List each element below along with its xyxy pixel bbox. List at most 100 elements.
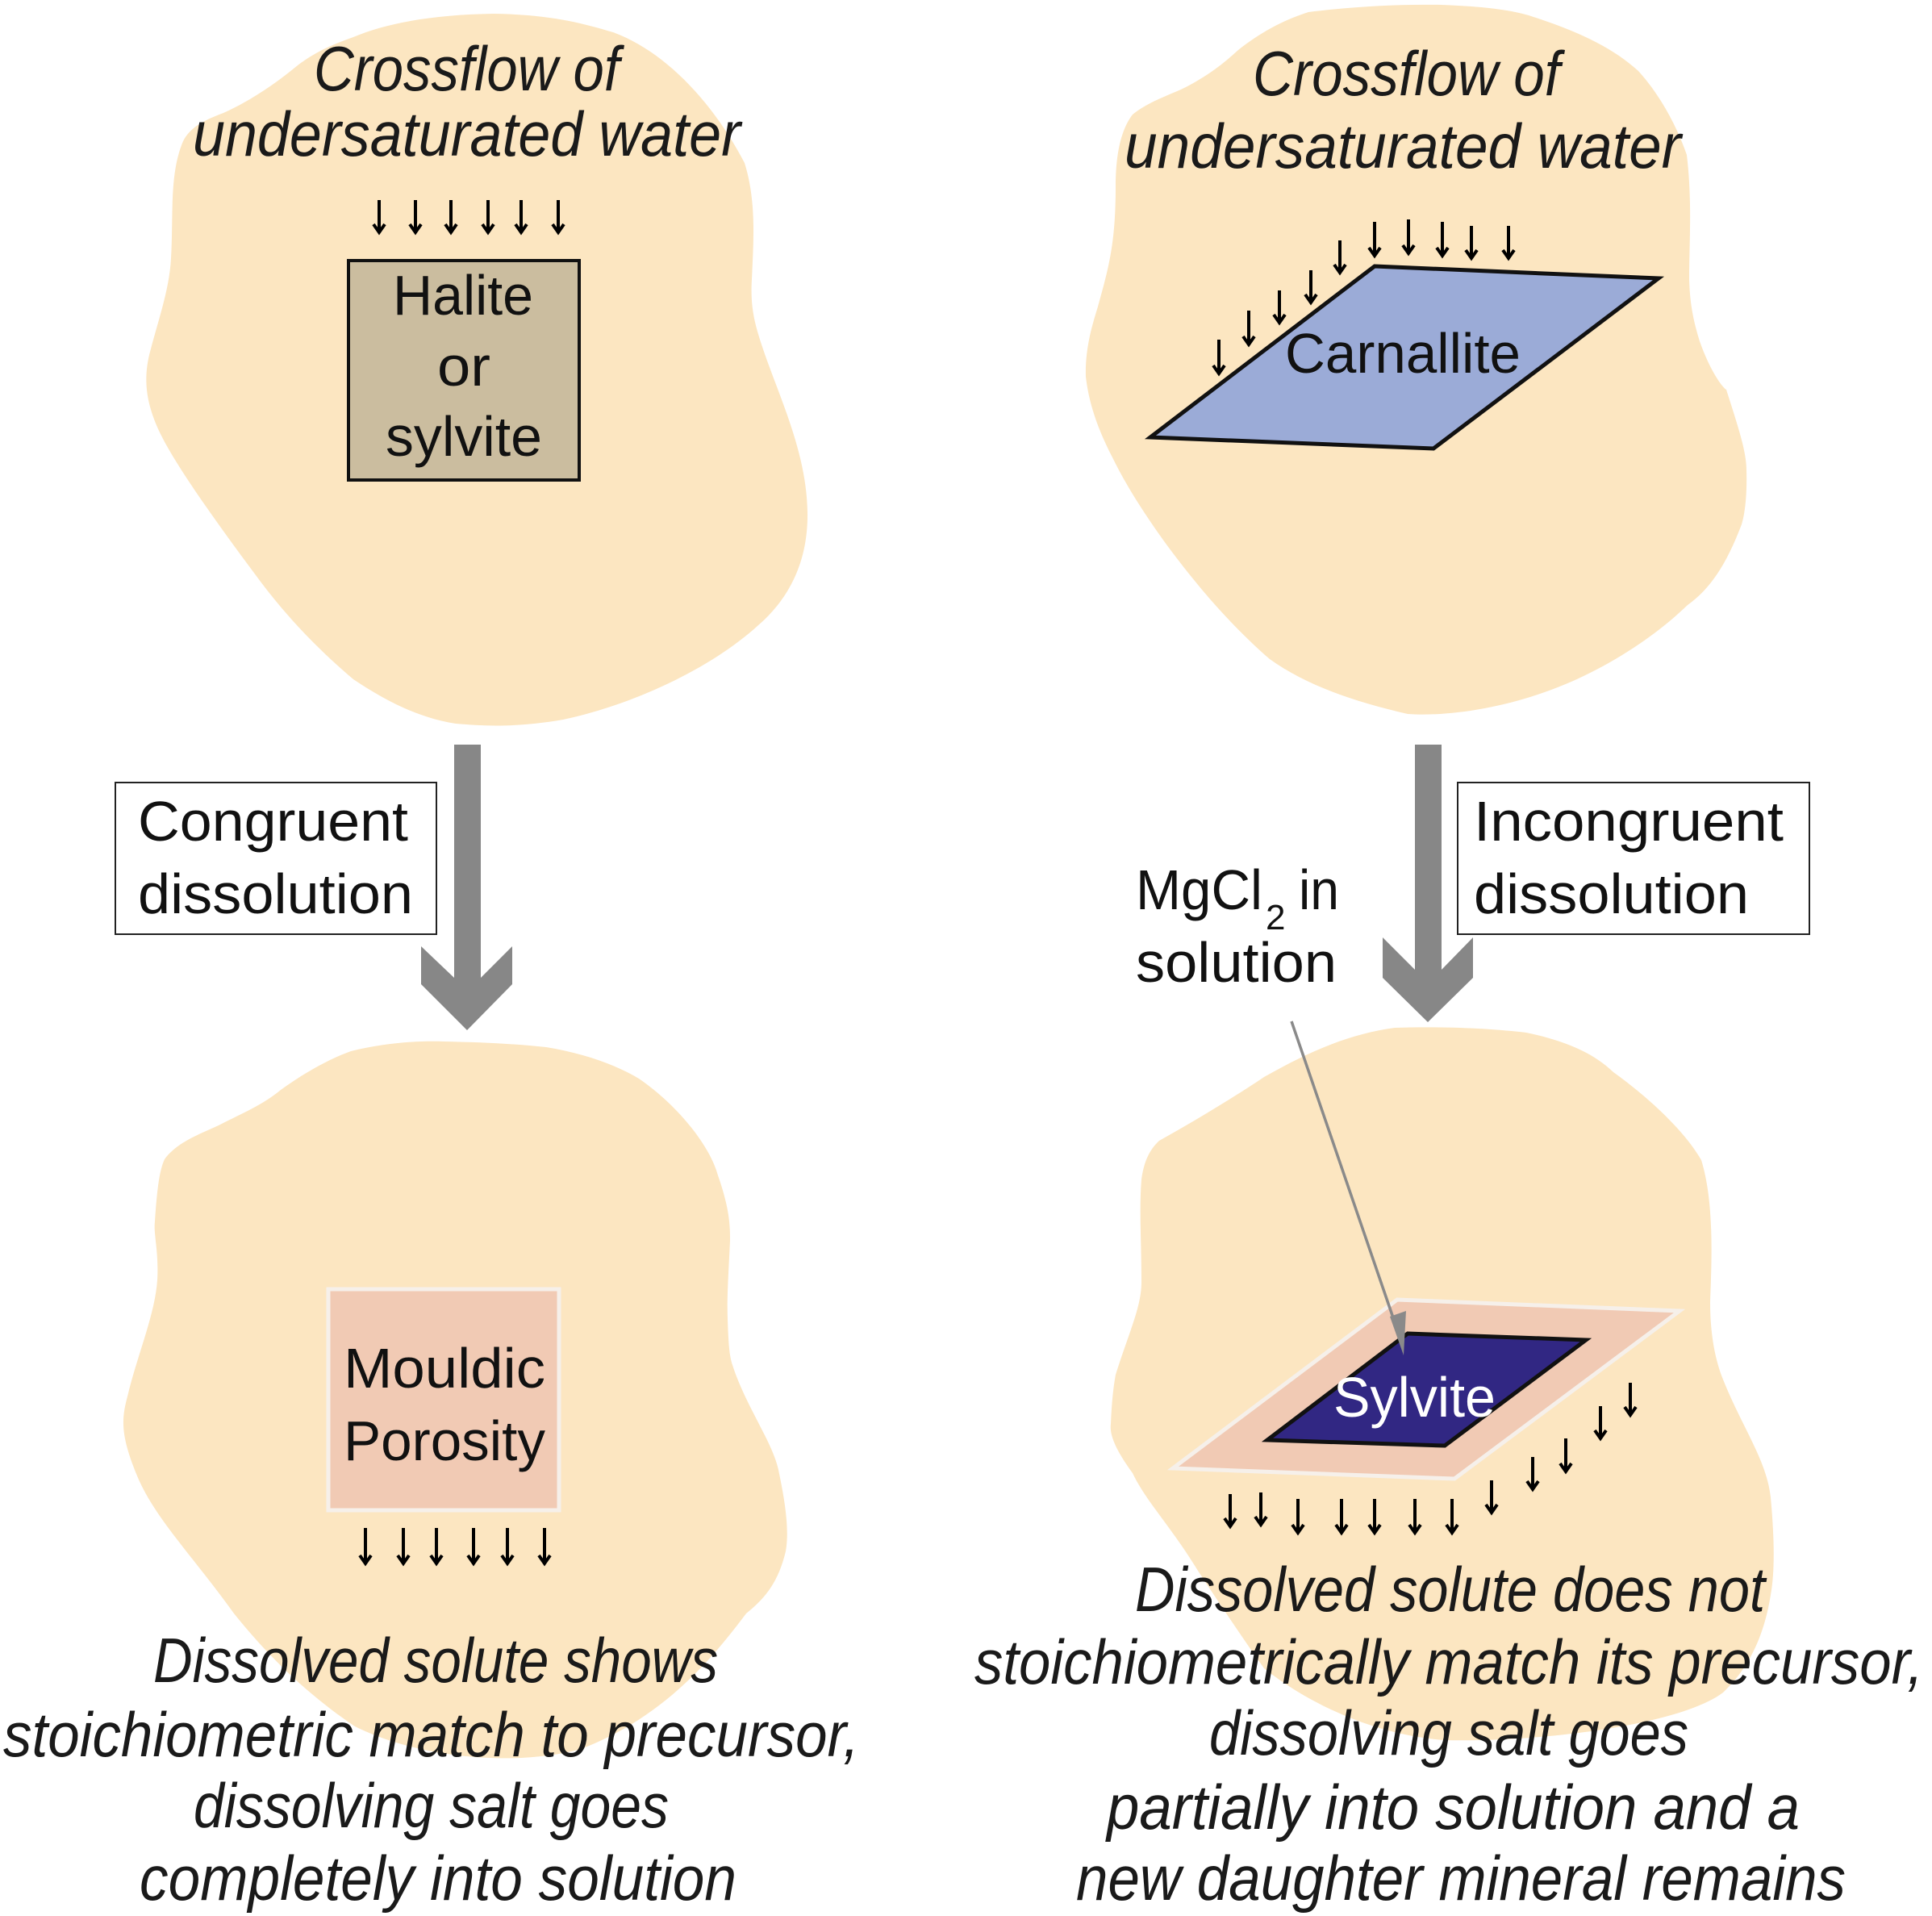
incongruent-result-caption: Dissolved solute does not stoichiometric… — [974, 1554, 1923, 1914]
down-arrow-head — [1333, 263, 1347, 276]
down-arrow-icon — [537, 1528, 552, 1567]
incongruent-label-line2: dissolution — [1474, 862, 1749, 925]
congruent-caption-line1: Dissolved solute shows — [153, 1625, 718, 1696]
halite-or-sylvite-crystal — [347, 259, 581, 482]
sylvite-label: Sylvite — [1333, 1366, 1496, 1429]
down-arrow-head — [1435, 246, 1450, 259]
mouldic-porosity-void — [326, 1287, 561, 1513]
down-arrow-head — [1304, 293, 1318, 306]
down-arrow-icon — [408, 200, 423, 236]
down-arrow-head — [1223, 1517, 1237, 1530]
down-arrow-head — [444, 223, 458, 236]
down-arrow-icon — [1223, 1494, 1237, 1530]
down-arrow-head — [551, 223, 565, 236]
down-arrow-head — [1241, 335, 1256, 348]
down-arrow-head — [1525, 1480, 1540, 1492]
down-arrow-icon — [358, 1528, 373, 1567]
incongruent-label-line1: Incongruent — [1474, 790, 1784, 853]
halite-label-line1: Halite — [393, 264, 533, 327]
crossflow-caption-line2-right: undersaturated water — [1125, 111, 1684, 182]
down-arrow-head — [1212, 364, 1226, 377]
down-arrow-icon — [466, 1528, 481, 1567]
down-arrow-icon — [1435, 222, 1450, 259]
down-arrow-head — [537, 1554, 552, 1567]
down-arrow-head — [500, 1554, 515, 1567]
down-arrow-icon — [1559, 1438, 1573, 1475]
process-arrow-left — [421, 745, 512, 1030]
down-arrow-icon — [372, 200, 386, 236]
flow-arrows-bottom-left — [358, 1528, 552, 1567]
carnallite-crystal — [1144, 264, 1665, 451]
down-arrow-head — [358, 1554, 373, 1567]
down-arrow-head — [1593, 1429, 1608, 1442]
congruent-caption-line3: dissolving salt goes — [194, 1770, 669, 1841]
down-arrow-icon — [500, 1528, 515, 1567]
mgcl2-solution-word: solution — [1136, 931, 1337, 994]
incongruent-caption-line2: stoichiometrically match its precursor, — [974, 1626, 1923, 1697]
mgcl2-solution-note: MgCl 2 in solution — [1136, 858, 1339, 994]
down-arrow-head — [1623, 1405, 1638, 1418]
incongruent-caption-line4: partially into solution and a — [1105, 1772, 1800, 1843]
congruent-dissolution-box — [115, 782, 437, 935]
incongruent-caption-line5: new daughter mineral remains — [1076, 1843, 1846, 1914]
down-arrow-icon — [514, 200, 528, 236]
down-arrow-icon — [1501, 226, 1516, 261]
halite-label-line3: sylvite — [386, 405, 542, 468]
down-arrow-icon — [481, 200, 495, 236]
mouldic-label-line1: Mouldic — [344, 1337, 545, 1400]
flow-arrows-top-left — [372, 200, 565, 236]
down-arrow-head — [1401, 244, 1416, 257]
mgcl2-subscript: 2 — [1266, 898, 1285, 937]
congruent-label-line2: dissolution — [138, 862, 413, 925]
crossflow-caption-line1-right: Crossflow of — [1253, 38, 1565, 109]
congruent-result-caption: Dissolved solute shows stoichiometric ma… — [3, 1625, 859, 1914]
sylvite-daughter-crystal — [1261, 1331, 1592, 1448]
down-arrow-icon — [1254, 1492, 1268, 1528]
down-arrow-head — [1464, 248, 1479, 261]
down-arrow-head — [408, 223, 423, 236]
down-arrow-icon — [1484, 1480, 1499, 1516]
down-arrow-head — [1291, 1523, 1305, 1536]
down-arrow-icon — [1623, 1383, 1638, 1418]
down-arrow-icon — [1291, 1499, 1305, 1536]
mgcl2-pointer-arrowhead — [1390, 1311, 1406, 1355]
down-arrow-head — [1272, 313, 1287, 326]
crossflow-caption-line2-left: undersaturated water — [193, 98, 743, 169]
down-arrow-icon — [1304, 270, 1318, 306]
down-arrow-head — [514, 223, 528, 236]
down-arrow-icon — [1593, 1406, 1608, 1442]
incongruent-dissolution-box — [1457, 782, 1810, 935]
down-arrow-icon — [1212, 340, 1226, 377]
mouldic-label-line2: Porosity — [344, 1409, 545, 1472]
down-arrow-head — [429, 1554, 444, 1567]
down-arrow-icon — [1367, 222, 1382, 259]
down-arrow-icon — [1464, 226, 1479, 261]
down-arrow-icon — [396, 1528, 411, 1567]
down-arrow-icon — [1401, 219, 1416, 257]
incongruent-caption-line3: dissolving salt goes — [1209, 1697, 1688, 1768]
down-arrow-head — [1559, 1462, 1573, 1475]
down-arrow-icon — [1408, 1499, 1422, 1536]
down-arrow-head — [1367, 246, 1382, 259]
mgcl2-pointer-line — [1290, 1021, 1399, 1330]
down-arrow-head — [372, 223, 386, 236]
down-arrow-icon — [551, 200, 565, 236]
congruent-caption-line2: stoichiometric match to precursor, — [3, 1699, 859, 1770]
down-arrow-head — [481, 223, 495, 236]
process-arrow-right — [1383, 745, 1473, 1022]
down-arrow-icon — [444, 200, 458, 236]
down-arrow-head — [1254, 1515, 1268, 1528]
flow-arrows-bottom-right — [1223, 1383, 1638, 1536]
down-arrow-head — [466, 1554, 481, 1567]
congruent-caption-line4: completely into solution — [140, 1843, 736, 1914]
mgcl2-in: in — [1299, 858, 1339, 921]
crossflow-caption-line1-left: Crossflow of — [314, 33, 624, 104]
down-arrow-head — [1484, 1503, 1499, 1516]
incongruent-caption-line1: Dissolved solute does not — [1135, 1554, 1767, 1625]
flow-arrows-top-right — [1212, 219, 1516, 377]
congruent-label-line1: Congruent — [138, 790, 408, 853]
down-arrow-icon — [1367, 1499, 1382, 1536]
down-arrow-icon — [1334, 1499, 1349, 1536]
down-arrow-head — [1408, 1523, 1422, 1536]
